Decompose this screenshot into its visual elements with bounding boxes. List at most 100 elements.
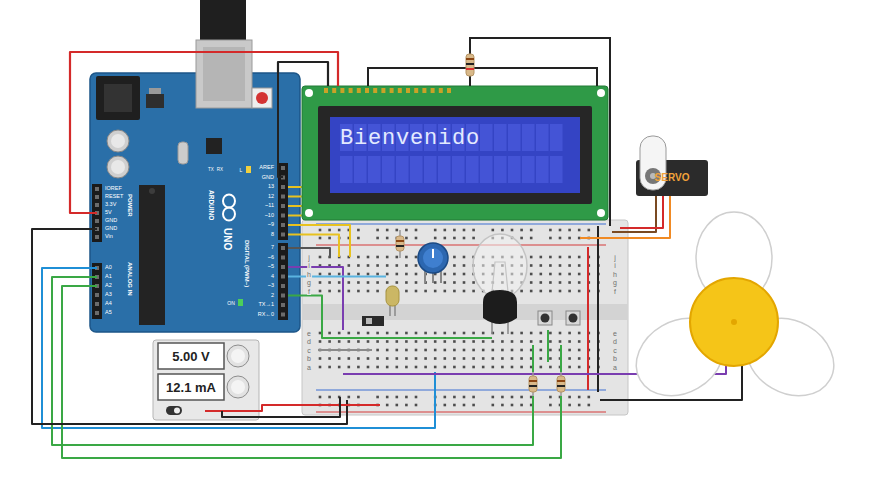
breadboard-hole [511,340,514,343]
lcd-pin [381,88,385,93]
pin-label: 8 [271,232,274,238]
header-pin [281,294,285,298]
resistor-symbol [396,230,404,258]
power-supply [227,376,249,398]
breadboard-hole [338,357,341,360]
breadboard-hole [396,349,399,352]
model-label: UNO [222,228,232,250]
header-pin [95,195,99,199]
servo-motor [636,136,708,196]
breadboard-hole [357,229,360,232]
breadboard-hole [501,229,504,232]
lcd-pin [414,88,418,93]
breadboard-hole [511,404,514,407]
breadboard-hole [376,332,379,335]
jumper-wire [32,73,742,458]
breadboard-hole [568,290,571,293]
arduino-board [111,160,125,174]
breadboard-hole [415,366,418,369]
lcd-cell [494,124,507,151]
jumper-wire [288,235,339,258]
breadboard-hole [424,340,427,343]
breadboard-hole [386,264,389,267]
readout-value: 12.1 mA [166,381,216,394]
breadboard-hole [444,357,447,360]
potentiometer [423,248,443,268]
breadboard-hole [578,349,581,352]
breadboard-hole [453,264,456,267]
breadboard-hole [540,264,543,267]
led-label: RX [217,168,223,173]
breadboard-hole [444,229,447,232]
lcd-pin [340,88,344,93]
breadboard [316,244,606,245]
pin-label: Vin [105,234,113,240]
arduino-board [92,263,102,319]
lcd-pin [332,88,336,93]
header-pin [281,303,285,307]
breadboard-hole [376,264,379,267]
breadboard-hole [492,349,495,352]
resistor-symbol [466,58,474,60]
breadboard-hole [530,237,533,240]
breadboard-hole [338,366,341,369]
breadboard-hole [376,256,379,259]
breadboard-hole [559,332,562,335]
breadboard-hole [511,332,514,335]
jumper-wire [597,226,599,392]
header-pin [281,166,285,170]
pin-label: 4 [271,274,274,280]
breadboard-hole [568,396,571,399]
breadboard-hole [540,357,543,360]
breadboard-hole [520,332,523,335]
breadboard-hole [492,340,495,343]
lcd-display: Bienvenido [302,86,608,220]
breadboard-hole [396,273,399,276]
lcd-cell [382,156,395,183]
breadboard-hole [396,357,399,360]
power-supply: 5.00 V12.1 mA [153,340,259,420]
lcd-cell [508,124,521,151]
lcd-pin [406,88,410,93]
resistor-symbol [529,372,565,396]
arduino-board [223,195,235,208]
breadboard-hole [434,349,437,352]
jumper-wire [52,277,533,445]
breadboard-hole [501,340,504,343]
breadboard-hole [319,237,322,240]
breadboard-hole [472,281,475,284]
pushbutton [541,314,550,323]
pin-label: GND [105,226,117,232]
breadboard-hole [434,237,437,240]
arduino-board [256,92,268,104]
pushbutton [538,311,580,325]
jumper-wire [368,68,597,86]
breadboard-hole [559,237,562,240]
lcd-cell [466,156,479,183]
arduino-board: IOREFRESET3.3V5VGNDGNDVinA0A1A2A3A4A5POW… [90,73,300,332]
jumper-wire [470,38,610,226]
breadboard-hole [386,396,389,399]
section-label: DIGITAL (PWM~) [244,240,250,287]
lcd-cell [536,124,549,151]
arduino-board [252,88,272,108]
breadboard-hole [549,357,552,360]
arduino-board [139,185,165,325]
breadboard-hole [328,340,331,343]
breadboard-hole [578,340,581,343]
pin-label: ~11 [265,203,274,209]
lcd-pin [357,88,361,93]
breadboard-hole [434,290,437,293]
breadboard-hole [319,340,322,343]
breadboard-hole [357,290,360,293]
breadboard-hole [386,357,389,360]
pin-label: ~6 [268,255,274,261]
breadboard-hole [376,349,379,352]
arduino-board [104,84,132,112]
breadboard-hole [520,340,523,343]
breadboard-hole [386,256,389,259]
breadboard-hole [588,396,591,399]
led-label: ON [227,301,235,306]
breadboard-hole [511,357,514,360]
header-pin [281,233,285,237]
